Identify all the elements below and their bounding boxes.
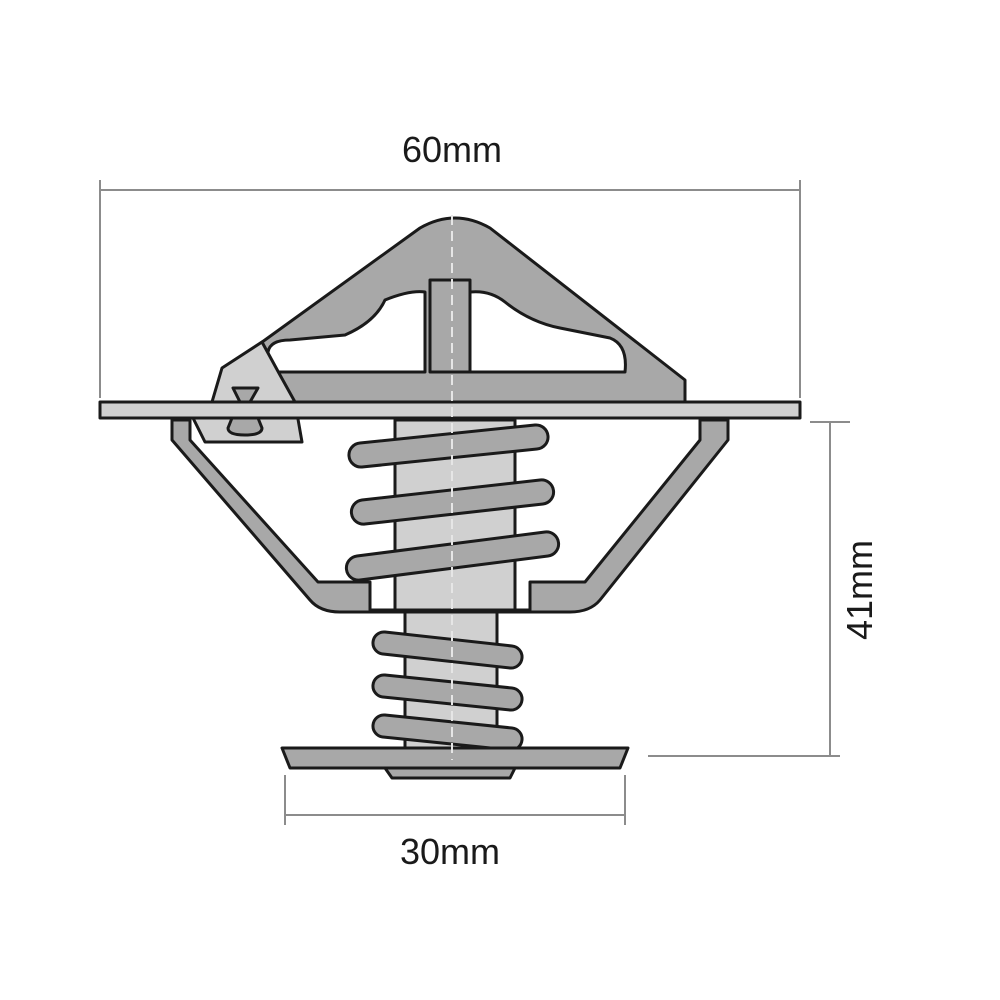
height-label: 41mm: [839, 540, 880, 640]
height-dimension: 41mm: [648, 421, 880, 757]
flange-plate: [98, 400, 802, 420]
lower-spring-coil: [371, 673, 524, 712]
top-width-dimension: 60mm: [99, 129, 801, 398]
housing-cup: [170, 418, 730, 614]
lower-spring: [371, 630, 524, 752]
upper-spring-coil: [347, 423, 550, 469]
bridge-window-right: [468, 290, 627, 374]
thermostat: [98, 216, 802, 780]
bottom-width-dimension: 30mm: [284, 775, 626, 872]
upper-spring-coil: [349, 478, 556, 526]
bottom-width-label: 30mm: [400, 831, 500, 872]
lower-spring-coil: [371, 630, 524, 670]
bridge-window: [266, 290, 427, 374]
lower-spring-coil: [371, 713, 524, 752]
top-width-label: 60mm: [402, 129, 502, 170]
bridge-pin: [428, 278, 472, 374]
bottom-cap: [383, 766, 517, 780]
bottom-plate: [280, 746, 630, 770]
